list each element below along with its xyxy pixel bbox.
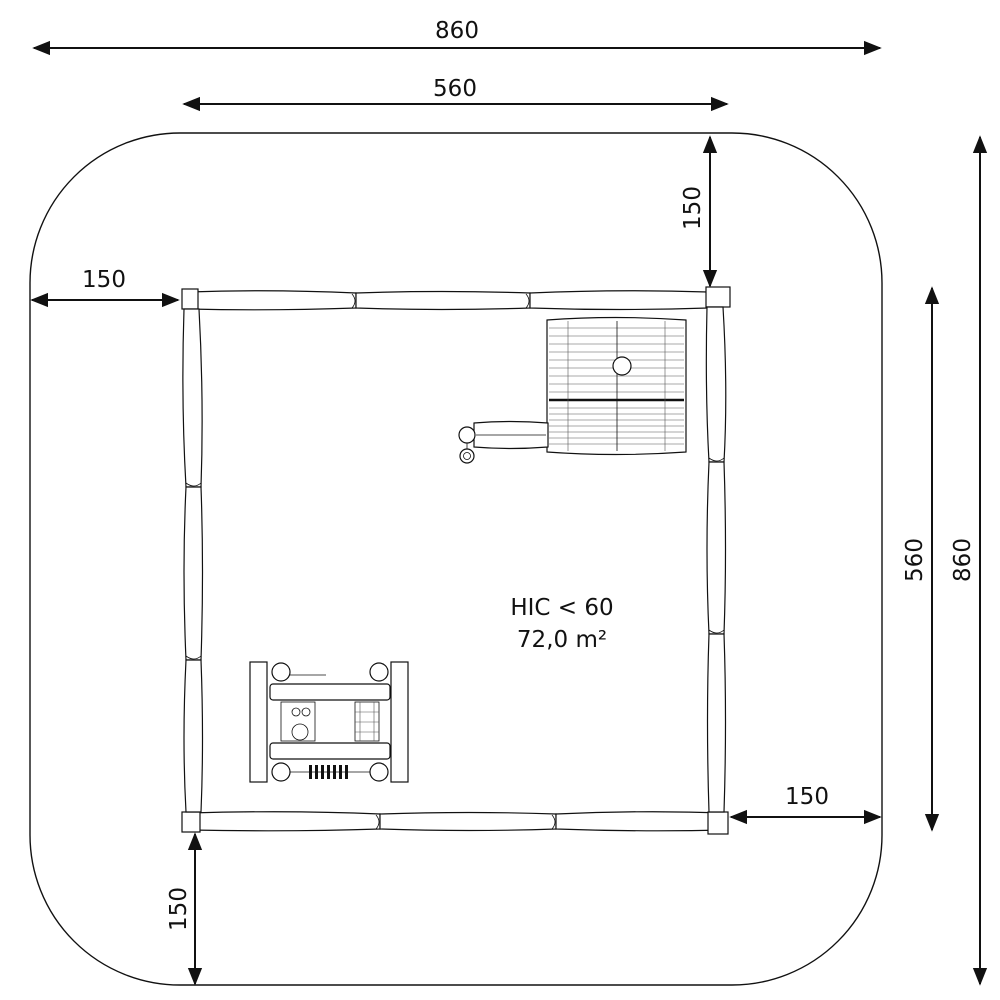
dimension-label-top-inner: 560 — [433, 76, 477, 102]
dimension-label-bottom-margin: 150 — [166, 887, 192, 931]
equipment-frame — [249, 661, 409, 783]
equipment-platform — [458, 316, 687, 464]
dimension-top-inner: 560 — [182, 76, 729, 112]
dimension-label-right-margin: 150 — [785, 784, 829, 810]
dimension-top-margin: 150 — [680, 135, 718, 288]
spring-coils — [290, 765, 370, 779]
deck-planks — [549, 327, 684, 445]
dimension-label-left-margin: 150 — [82, 267, 126, 293]
hic-label: HIC < 60 — [510, 595, 613, 621]
dimension-right-inner: 560 — [902, 286, 940, 832]
dimension-label-right-total: 860 — [950, 538, 976, 582]
dimension-label-top-total: 860 — [435, 18, 479, 44]
log-border-frame — [181, 286, 731, 835]
dimension-label-right-inner: 560 — [902, 538, 928, 582]
dimension-left-margin: 150 — [30, 267, 180, 308]
dimension-right-total: 860 — [950, 135, 988, 986]
dimension-top-total: 860 — [32, 18, 882, 56]
safety-zone-outline — [29, 132, 883, 986]
dimension-right-margin: 150 — [729, 784, 882, 825]
dimension-label-top-margin: 150 — [680, 186, 706, 230]
area-label: 72,0 m² — [517, 627, 607, 653]
dimension-bottom-margin: 150 — [166, 832, 203, 986]
